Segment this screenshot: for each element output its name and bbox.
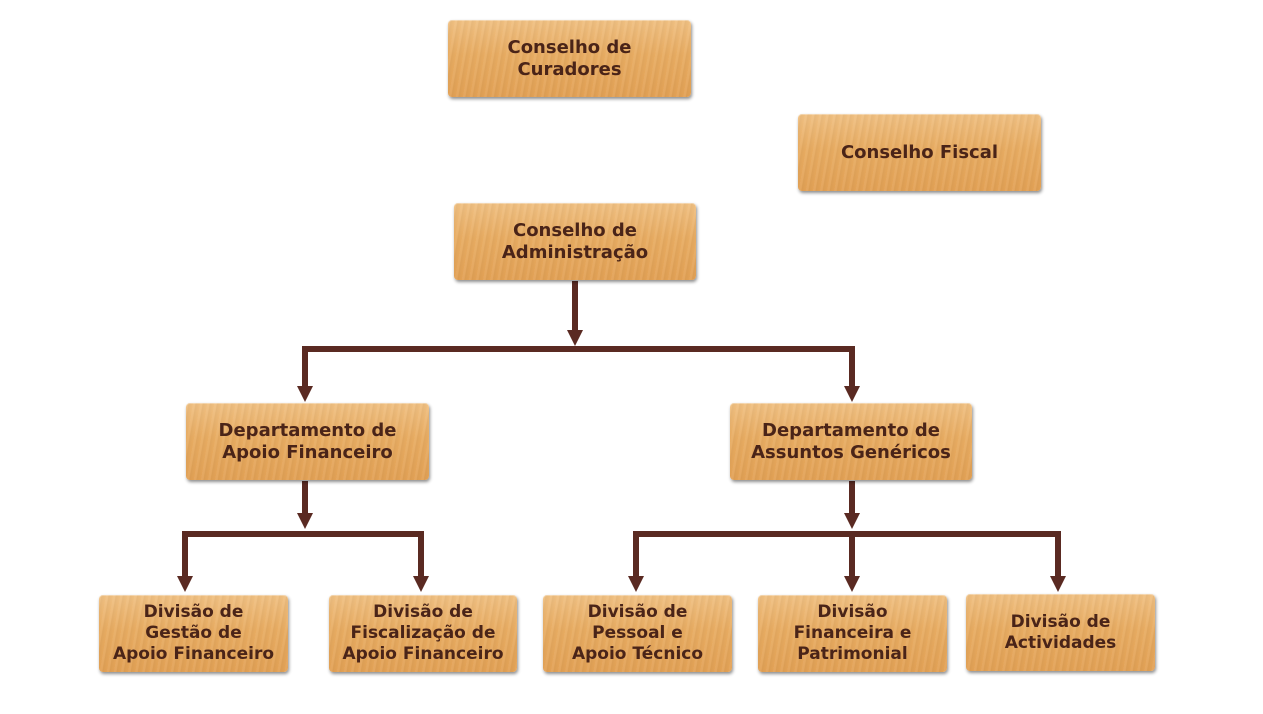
label-divisao-actividades: Divisão de Actividades — [1004, 611, 1117, 653]
box-conselho-curadores: Conselho de Curadores — [448, 20, 691, 97]
box-divisao-pessoal-apoio-tecnico: Divisão de Pessoal e Apoio Técnico — [543, 595, 732, 672]
label-divisao-financeira-patrimonial: Divisão Financeira e Patrimonial — [793, 602, 912, 664]
label-departamento-assuntos-genericos: Departamento de Assuntos Genéricos — [751, 419, 951, 463]
arrowhead-div-pessoal — [628, 576, 644, 592]
arrowhead-admin — [567, 330, 583, 346]
box-divisao-financeira-patrimonial: Divisão Financeira e Patrimonial — [758, 595, 947, 672]
arrowhead-dept-assuntos — [844, 386, 860, 402]
box-departamento-assuntos-genericos: Departamento de Assuntos Genéricos — [730, 403, 972, 480]
arrowhead-div-financeira — [844, 576, 860, 592]
label-divisao-gestao-apoio-financeiro: Divisão de Gestão de Apoio Financeiro — [112, 602, 275, 664]
arrowhead-div-actividades — [1050, 576, 1066, 592]
label-departamento-apoio-financeiro: Departamento de Apoio Financeiro — [218, 419, 397, 463]
arrowhead-assuntos — [844, 513, 860, 529]
box-conselho-fiscal: Conselho Fiscal — [798, 114, 1041, 191]
box-divisao-actividades: Divisão de Actividades — [966, 594, 1155, 671]
box-divisao-gestao-apoio-financeiro: Divisão de Gestão de Apoio Financeiro — [99, 595, 288, 672]
arrowhead-div-fiscalizacao — [413, 576, 429, 592]
connector-apoio-bar — [182, 531, 424, 578]
arrowhead-div-gestao — [177, 576, 193, 592]
arrowhead-dept-apoio — [297, 386, 313, 402]
connector-level2-bar — [302, 346, 855, 388]
box-divisao-fiscalizacao-apoio-financeiro: Divisão de Fiscalização de Apoio Finance… — [329, 595, 517, 672]
connector-assuntos-bar — [633, 531, 1061, 578]
label-conselho-curadores: Conselho de Curadores — [507, 36, 632, 80]
label-conselho-administracao: Conselho de Administração — [501, 219, 649, 263]
box-departamento-apoio-financeiro: Departamento de Apoio Financeiro — [186, 403, 429, 480]
label-divisao-fiscalizacao-apoio-financeiro: Divisão de Fiscalização de Apoio Finance… — [342, 602, 504, 664]
box-conselho-administracao: Conselho de Administração — [454, 203, 696, 280]
label-conselho-fiscal: Conselho Fiscal — [840, 141, 999, 163]
label-divisao-pessoal-apoio-tecnico: Divisão de Pessoal e Apoio Técnico — [571, 602, 704, 664]
arrowhead-apoio — [297, 513, 313, 529]
